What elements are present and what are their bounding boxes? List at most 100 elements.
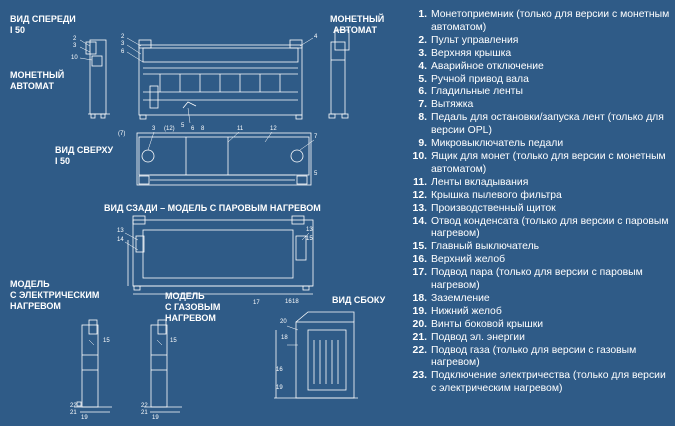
callout-number: 19 bbox=[152, 415, 159, 421]
legend-item-number: 6. bbox=[418, 86, 427, 98]
rear-view-drawing bbox=[127, 215, 314, 295]
legend-item-number: 4. bbox=[418, 60, 427, 72]
legend-item-number: 12. bbox=[412, 189, 427, 201]
legend-item-text: Производственный щиток bbox=[431, 202, 556, 214]
callout-number: 10 bbox=[71, 55, 78, 61]
callout-number: 15 bbox=[170, 338, 177, 344]
parts-legend: 1.Монетоприемник (только для версии с мо… bbox=[404, 9, 670, 396]
legend-item: 12. Крышка пылевого фильтра bbox=[404, 190, 670, 203]
legend-item-text: Подвод газа (только для версии с газовым… bbox=[431, 344, 637, 369]
callout-number: 11 bbox=[237, 126, 244, 132]
callout-number: 19 bbox=[276, 385, 283, 391]
callout-number: 8 bbox=[201, 126, 205, 132]
legend-item-text: Заземление bbox=[431, 292, 490, 304]
callout-number: 2 bbox=[121, 34, 125, 40]
legend-item-text: Ящик для монет (только для версии с моне… bbox=[431, 150, 666, 175]
legend-item: 8.Педаль для остановки/запуска лент (тол… bbox=[404, 112, 670, 138]
front-view-title: ВИД СПЕРЕДИ bbox=[10, 14, 76, 24]
legend-item: 18. Заземление bbox=[404, 293, 670, 306]
legend-item-text: Ручной привод вала bbox=[431, 73, 529, 85]
legend-item-number: 11. bbox=[413, 176, 427, 188]
legend-item-number: 15. bbox=[412, 241, 427, 253]
legend-item: 5. Ручной привод вала bbox=[404, 74, 670, 87]
gas-model-label: МОДЕЛЬ bbox=[165, 291, 205, 301]
callout-number: 5 bbox=[181, 123, 185, 129]
callout-number: 19 bbox=[81, 415, 88, 421]
legend-item: 23.Подключение электричества (только для… bbox=[404, 370, 670, 396]
callout-number: 3 bbox=[73, 43, 77, 49]
callout-number: 13 bbox=[306, 227, 313, 233]
coin-label-right-2: АВТОМАТ bbox=[333, 25, 377, 35]
legend-item: 3. Верхняя крышка bbox=[404, 48, 670, 61]
legend-item-number: 21. bbox=[412, 331, 427, 343]
legend-item: 4. Аварийное отключение bbox=[404, 61, 670, 74]
legend-item-text: Крышка пылевого фильтра bbox=[431, 189, 562, 201]
legend-item-text: Верхняя крышка bbox=[431, 47, 512, 59]
legend-item-text: Педаль для остановки/запуска лент (тольк… bbox=[431, 112, 664, 137]
legend-item: 15. Главный выключатель bbox=[404, 241, 670, 254]
callout-number: 16 bbox=[285, 299, 292, 305]
callout-number: 18 bbox=[292, 299, 299, 305]
callout-number: 22 bbox=[141, 403, 148, 409]
front-view-right-side-drawing bbox=[328, 29, 350, 119]
callout-number: 21 bbox=[141, 410, 148, 416]
legend-item-text: Главный выключатель bbox=[431, 241, 540, 253]
legend-item-text: Ленты вкладывания bbox=[431, 176, 529, 188]
callout-number: 4 bbox=[314, 34, 318, 40]
legend-item-number: 13. bbox=[412, 202, 427, 214]
legend-item-text: Верхний желоб bbox=[431, 254, 506, 266]
legend-item: 9.Микровыключатель педали bbox=[404, 138, 670, 151]
callout-leaders bbox=[79, 37, 315, 346]
legend-item-number: 17. bbox=[412, 267, 427, 279]
callout-number: 20 bbox=[280, 319, 287, 325]
callout-number: 7 bbox=[314, 134, 318, 140]
legend-item-text: Пульт управления bbox=[431, 34, 519, 46]
coin-label-left-2: АВТОМАТ bbox=[10, 81, 54, 91]
callout-number: 3 bbox=[121, 41, 125, 47]
legend-item: 14.Отвод конденсата (только для версии с… bbox=[404, 216, 670, 242]
legend-item-text: Подвод эл. энергии bbox=[431, 331, 525, 343]
legend-item-number: 14. bbox=[412, 215, 427, 227]
legend-item: 17.Подвод пара (только для версии с паро… bbox=[404, 267, 670, 293]
gas-model-label-2: С ГАЗОВЫМ bbox=[165, 302, 221, 312]
legend-item-text: Аварийное отключение bbox=[431, 60, 544, 72]
callout-number: 22 bbox=[70, 403, 77, 409]
legend-item-text: Винты боковой крышки bbox=[431, 318, 544, 330]
gas-model-drawing bbox=[144, 319, 182, 413]
callout-number: 21 bbox=[70, 410, 77, 416]
callout-number: 5 bbox=[314, 171, 318, 177]
side-view-title: ВИД СБОКУ bbox=[332, 295, 386, 305]
callout-number: (7) bbox=[118, 131, 126, 137]
legend-item-number: 18. bbox=[412, 292, 427, 304]
legend-item: 7. Вытяжка bbox=[404, 99, 670, 112]
legend-item: 1.Монетоприемник (только для версии с мо… bbox=[404, 9, 670, 35]
legend-item: 21. Подвод эл. энергии bbox=[404, 332, 670, 345]
callout-number: 14 bbox=[117, 237, 124, 243]
callout-number: 2 bbox=[73, 36, 77, 42]
legend-item-number: 1. bbox=[418, 9, 427, 20]
legend-item-text: Нижний желоб bbox=[431, 305, 502, 317]
legend-item-number: 5. bbox=[418, 73, 427, 85]
callout-number: 6 bbox=[121, 49, 125, 55]
legend-item-text: Вытяжка bbox=[431, 99, 474, 111]
legend-item-number: 10. bbox=[412, 150, 427, 162]
top-view-drawing bbox=[136, 132, 312, 186]
legend-item-number: 9. bbox=[418, 138, 427, 150]
legend-item-text: Подключение электричества (только для ве… bbox=[431, 370, 666, 395]
callout-number: 16 bbox=[276, 367, 283, 373]
legend-item: 20.Винты боковой крышки bbox=[404, 319, 670, 332]
legend-item: 2.Пульт управления bbox=[404, 35, 670, 48]
legend-item-text: Гладильные ленты bbox=[431, 86, 523, 98]
legend-item-number: 16. bbox=[412, 254, 427, 266]
electric-model-drawing bbox=[74, 319, 112, 413]
front-view-side-drawing bbox=[85, 39, 110, 119]
front-view-model: I 50 bbox=[10, 25, 26, 35]
legend-item-number: 7. bbox=[418, 99, 427, 111]
callout-number: 6 bbox=[191, 126, 195, 132]
callout-number: (12) bbox=[164, 126, 175, 132]
legend-item-number: 3. bbox=[418, 47, 427, 59]
top-view-model: I 50 bbox=[55, 156, 71, 166]
rear-view-title: ВИД СЗАДИ – МОДЕЛЬ С ПАРОВЫМ НАГРЕВОМ bbox=[104, 203, 321, 213]
callout-number: 15 bbox=[103, 338, 110, 344]
